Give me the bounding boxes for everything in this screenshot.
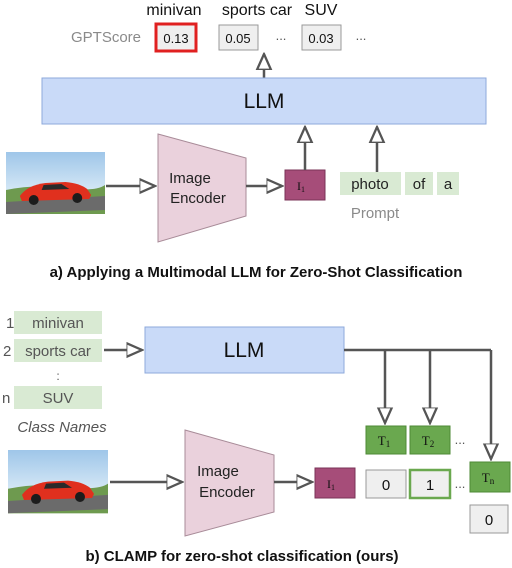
class-name-sports-car: sports car	[25, 343, 91, 360]
class-index-2: 2	[3, 343, 11, 360]
gptscore-label: GPTScore	[71, 29, 141, 46]
text-token-1-label: T1	[378, 433, 390, 449]
class-name-box-suv	[14, 386, 102, 409]
text-token-n-label: Tn	[482, 470, 495, 486]
ellipsis: ...	[455, 432, 466, 447]
ellipsis: ...	[276, 28, 287, 43]
image-encoder	[157, 133, 247, 243]
ellipsis: ...	[455, 476, 466, 491]
score-box-suv	[301, 24, 342, 51]
encoder-label-line1: Image	[169, 170, 211, 187]
llm-label: LLM	[224, 339, 265, 362]
score-suv: 0.03	[308, 31, 333, 46]
ellipsis: ...	[356, 28, 367, 43]
class-index-n: n	[2, 390, 10, 407]
prompt-token-of-label: of	[413, 176, 426, 193]
image-token	[314, 467, 356, 499]
output-box-1	[365, 469, 407, 499]
text-token-2-label: T2	[422, 433, 434, 449]
text-token-2	[409, 425, 451, 455]
image-encoder	[184, 429, 275, 537]
score-box-sports-car	[218, 24, 259, 51]
class-label-minivan: minivan	[146, 2, 201, 19]
class-label-sports-car: sports car	[222, 2, 293, 19]
class-name-minivan: minivan	[32, 315, 84, 332]
score-minivan: 0.13	[163, 31, 188, 46]
class-index-1: 1	[6, 315, 14, 332]
class-label-suv: SUV	[305, 2, 338, 19]
prompt-token-a	[437, 172, 459, 195]
class-name-box-sports-car	[14, 339, 102, 362]
prompt-token-photo-label: photo	[351, 176, 389, 193]
prompt-token-photo	[340, 172, 401, 195]
car-image	[6, 152, 105, 214]
llm-box	[41, 77, 487, 125]
llm-box	[144, 326, 345, 374]
text-token-1	[365, 425, 407, 455]
class-names-label: Class Names	[17, 419, 107, 436]
car-image	[8, 450, 108, 514]
encoder-label-line1: Image	[197, 463, 239, 480]
output-value-2: 1	[426, 477, 434, 494]
class-name-suv: SUV	[43, 390, 74, 407]
score-sports-car: 0.05	[225, 31, 250, 46]
output-value-n: 0	[485, 512, 493, 529]
score-box-minivan	[154, 22, 198, 53]
encoder-label-line2: Encoder	[199, 484, 255, 501]
output-box-n	[469, 504, 509, 534]
prompt-token-of	[405, 172, 433, 195]
encoder-label-line2: Encoder	[170, 190, 226, 207]
output-box-2	[408, 468, 452, 500]
prompt-token-a-label: a	[444, 176, 453, 193]
output-value-1: 0	[382, 477, 390, 494]
part-b: 1 minivan 2 sports car : n SUV Class Nam…	[2, 311, 511, 565]
image-token-label: I1	[327, 477, 335, 492]
prompt-label: Prompt	[351, 205, 400, 222]
part-a: minivan sports car SUV GPTScore 0.13 0.0…	[6, 2, 487, 281]
vertical-ellipsis: :	[56, 369, 59, 383]
image-token-label: I1	[297, 179, 305, 194]
caption-b: b) CLAMP for zero-shot classification (o…	[85, 548, 398, 565]
caption-a: a) Applying a Multimodal LLM for Zero-Sh…	[50, 264, 463, 281]
class-name-box-minivan	[14, 311, 102, 334]
llm-label: LLM	[244, 90, 285, 113]
text-token-n	[469, 461, 511, 493]
image-token	[284, 169, 326, 201]
